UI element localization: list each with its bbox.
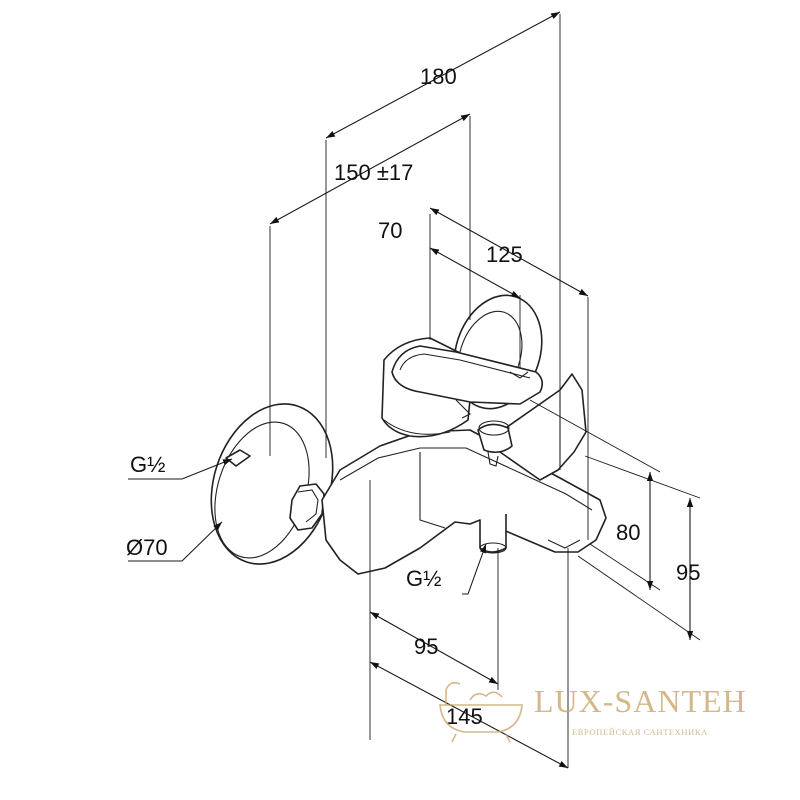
label-70: 70 <box>378 218 402 243</box>
label-145: 145 <box>446 704 483 729</box>
label-diameter: Ø70 <box>126 535 168 560</box>
label-150: 150 ±17 <box>334 160 413 185</box>
leader-lines <box>128 458 487 595</box>
watermark-bathtub-icon <box>439 682 523 743</box>
dim-line-145 <box>369 661 569 769</box>
label-180: 180 <box>420 64 457 89</box>
watermark-tagline: ЕВРОПЕЙСКАЯ САНТЕХНИКА <box>572 727 708 737</box>
leader-outlet-thread <box>462 543 487 595</box>
dimension-lines <box>269 11 694 769</box>
leader-inlet-thread <box>128 458 233 480</box>
dim-line-150 <box>269 113 471 225</box>
leader-diameter <box>128 521 223 562</box>
label-outlet-thread: G½ <box>406 566 441 591</box>
label-95-horizontal: 95 <box>414 634 438 659</box>
faucet-illustration <box>210 294 607 575</box>
label-inlet-thread: G½ <box>130 452 165 477</box>
dimension-labels: 180 150 ±17 70 125 G½ Ø70 G½ 80 95 95 14… <box>126 64 700 729</box>
lever-handle <box>391 345 544 405</box>
dim-line-70 <box>429 247 521 299</box>
shower-outlet <box>479 514 507 553</box>
left-escutcheon <box>210 403 334 565</box>
watermark: LUX-SANTEH ЕВРОПЕЙСКАЯ САНТЕХНИКА <box>439 682 747 743</box>
watermark-brand: LUX-SANTEH <box>534 683 747 719</box>
diverter-knob <box>477 423 513 454</box>
label-125: 125 <box>486 242 523 267</box>
label-95-vertical: 95 <box>676 560 700 585</box>
label-80: 80 <box>616 520 640 545</box>
